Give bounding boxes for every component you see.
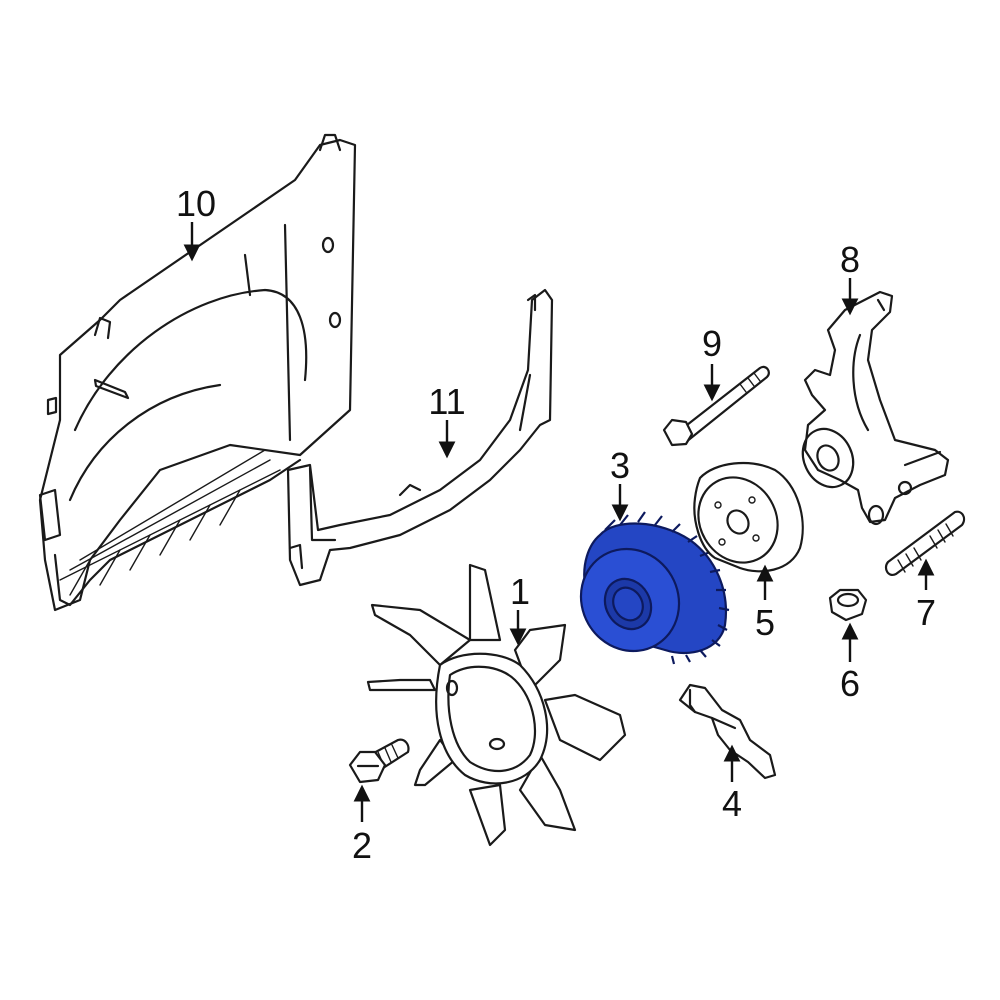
callout-2: 2: [352, 825, 372, 866]
callout-8: 8: [840, 239, 860, 280]
callout-4: 4: [722, 783, 742, 824]
fan-clutch[interactable]: [562, 511, 730, 669]
stud[interactable]: [884, 510, 966, 576]
callout-9: 9: [702, 323, 722, 364]
long-bolt[interactable]: [662, 365, 770, 447]
lower-shroud[interactable]: [286, 288, 554, 587]
callout-10: 10: [176, 183, 216, 224]
callout-5: 5: [755, 602, 775, 643]
callout-7: 7: [916, 592, 936, 633]
callout-3: 3: [610, 445, 630, 486]
callout-11: 11: [428, 381, 465, 422]
bolt[interactable]: [348, 738, 410, 784]
callout-6: 6: [840, 663, 860, 704]
callout-1: 1: [510, 571, 530, 612]
fan-shroud[interactable]: [38, 133, 357, 612]
pulley[interactable]: [683, 461, 804, 577]
fan-blade[interactable]: [366, 563, 627, 847]
nut[interactable]: [828, 588, 868, 622]
bracket[interactable]: [678, 683, 777, 780]
fan-bracket[interactable]: [794, 290, 950, 526]
